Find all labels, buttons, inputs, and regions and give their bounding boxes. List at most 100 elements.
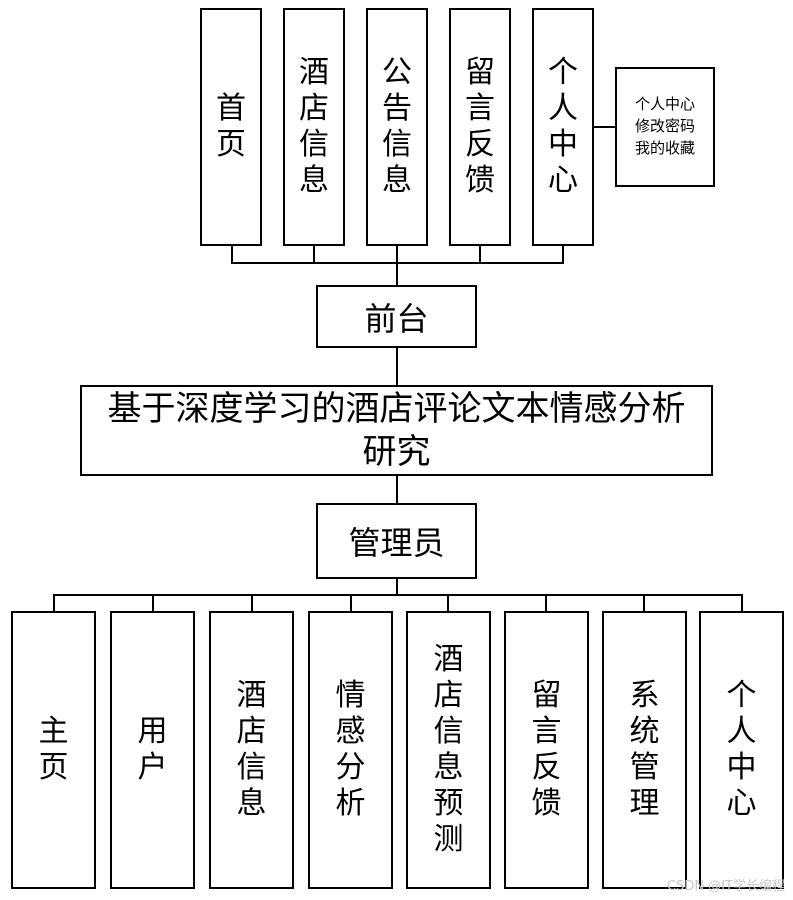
admin-module-personal-center: 个人中心 [699, 611, 784, 889]
label-char: 息 [299, 163, 329, 198]
watermark: CSDN @IT学长编程 [667, 879, 785, 894]
label-char: 告 [382, 91, 412, 126]
admin-module-sentiment-analysis: 情感分析 [308, 611, 393, 889]
label-char: 主 [38, 714, 69, 749]
label-char: 酒 [299, 55, 329, 90]
admin-module-label: 个人中心 [701, 613, 782, 887]
label-char: 管 [629, 750, 660, 785]
connector [231, 262, 564, 264]
connector [396, 346, 398, 386]
label-char: 首 [216, 91, 246, 126]
admin-module-hotel-prediction: 酒店信息预测 [406, 611, 491, 889]
front-hub-label: 前台 [364, 299, 429, 338]
label-char: 系 [629, 678, 660, 713]
front-module-feedback: 留言反馈 [449, 8, 511, 246]
label-char: 店 [433, 678, 464, 713]
admin-module-feedback: 留言反馈 [504, 611, 589, 889]
personal-submenu-item: 修改密码 [634, 117, 695, 136]
label-char: 留 [465, 55, 495, 90]
label-char: 用 [137, 714, 168, 749]
label-char: 感 [335, 714, 366, 749]
front-module-hotel-info: 酒店信息 [283, 8, 345, 246]
label-char: 心 [726, 786, 757, 821]
admin-module-label: 酒店信息 [211, 613, 292, 887]
connector [396, 244, 398, 286]
label-char: 息 [236, 786, 267, 821]
label-char: 析 [335, 786, 366, 821]
front-module-announcements: 公告信息 [366, 8, 428, 246]
label-char: 预 [433, 786, 464, 821]
admin-module-label: 用户 [112, 613, 193, 887]
connector [53, 594, 55, 612]
connector [251, 594, 253, 612]
admin-hub-label: 管理员 [348, 524, 445, 562]
connector [741, 594, 743, 612]
system-title-box: 基于深度学习的酒店评论文本情感分析研究 [80, 385, 713, 476]
label-char: 信 [433, 714, 464, 749]
front-module-label: 留言反馈 [451, 10, 509, 244]
label-char: 理 [629, 786, 660, 821]
label-char: 个 [548, 55, 578, 90]
front-module-personal-center: 个人中心 [532, 8, 594, 246]
label-char: 店 [236, 714, 267, 749]
connector [592, 126, 616, 128]
admin-module-label: 主页 [13, 613, 94, 887]
personal-submenu-item: 我的收藏 [634, 138, 695, 157]
admin-module-home: 主页 [11, 611, 96, 889]
connector [545, 594, 547, 612]
label-char: 测 [433, 822, 464, 857]
label-char: 心 [548, 163, 578, 198]
connector [447, 594, 449, 612]
label-char: 个 [726, 678, 757, 713]
label-char: 店 [299, 91, 329, 126]
label-char: 酒 [433, 642, 464, 677]
personal-submenu-box: 个人中心 修改密码 我的收藏 [615, 67, 715, 187]
label-char: 信 [236, 750, 267, 785]
label-char: 馈 [531, 786, 562, 821]
admin-hub-box: 管理员 [316, 503, 477, 579]
connector [396, 474, 398, 504]
admin-module-label: 酒店信息预测 [408, 613, 489, 887]
admin-module-label: 情感分析 [310, 613, 391, 887]
label-char: 公 [382, 55, 412, 90]
label-char: 息 [382, 163, 412, 198]
front-module-label: 酒店信息 [285, 10, 343, 244]
label-char: 情 [335, 678, 366, 713]
label-char: 页 [216, 127, 246, 162]
front-module-label: 首页 [202, 10, 260, 244]
connector [53, 594, 742, 596]
label-char: 中 [548, 127, 578, 162]
label-char: 反 [531, 750, 562, 785]
front-hub-box: 前台 [316, 285, 477, 348]
label-char: 中 [726, 750, 757, 785]
label-char: 统 [629, 714, 660, 749]
connector [350, 594, 352, 612]
admin-module-users: 用户 [110, 611, 195, 889]
label-char: 信 [299, 127, 329, 162]
label-char: 页 [38, 750, 69, 785]
connector [231, 244, 233, 264]
label-char: 人 [548, 91, 578, 126]
front-module-label: 公告信息 [368, 10, 426, 244]
connector [396, 577, 398, 595]
admin-module-hotel-info: 酒店信息 [209, 611, 294, 889]
connector [152, 594, 154, 612]
label-char: 馈 [465, 163, 495, 198]
connector [562, 244, 564, 264]
label-char: 分 [335, 750, 366, 785]
connector [313, 244, 315, 264]
label-char: 留 [531, 678, 562, 713]
personal-submenu-item: 个人中心 [634, 95, 695, 114]
label-char: 息 [433, 750, 464, 785]
connector [479, 244, 481, 264]
system-title: 基于深度学习的酒店评论文本情感分析研究 [107, 389, 686, 472]
admin-module-label: 留言反馈 [506, 613, 587, 887]
label-char: 户 [137, 750, 168, 785]
admin-module-system-management: 系统管理 [602, 611, 687, 889]
connector [643, 594, 645, 612]
label-char: 人 [726, 714, 757, 749]
front-module-home: 首页 [200, 8, 262, 246]
label-char: 反 [465, 127, 495, 162]
admin-module-label: 系统管理 [604, 613, 685, 887]
front-module-label: 个人中心 [534, 10, 592, 244]
